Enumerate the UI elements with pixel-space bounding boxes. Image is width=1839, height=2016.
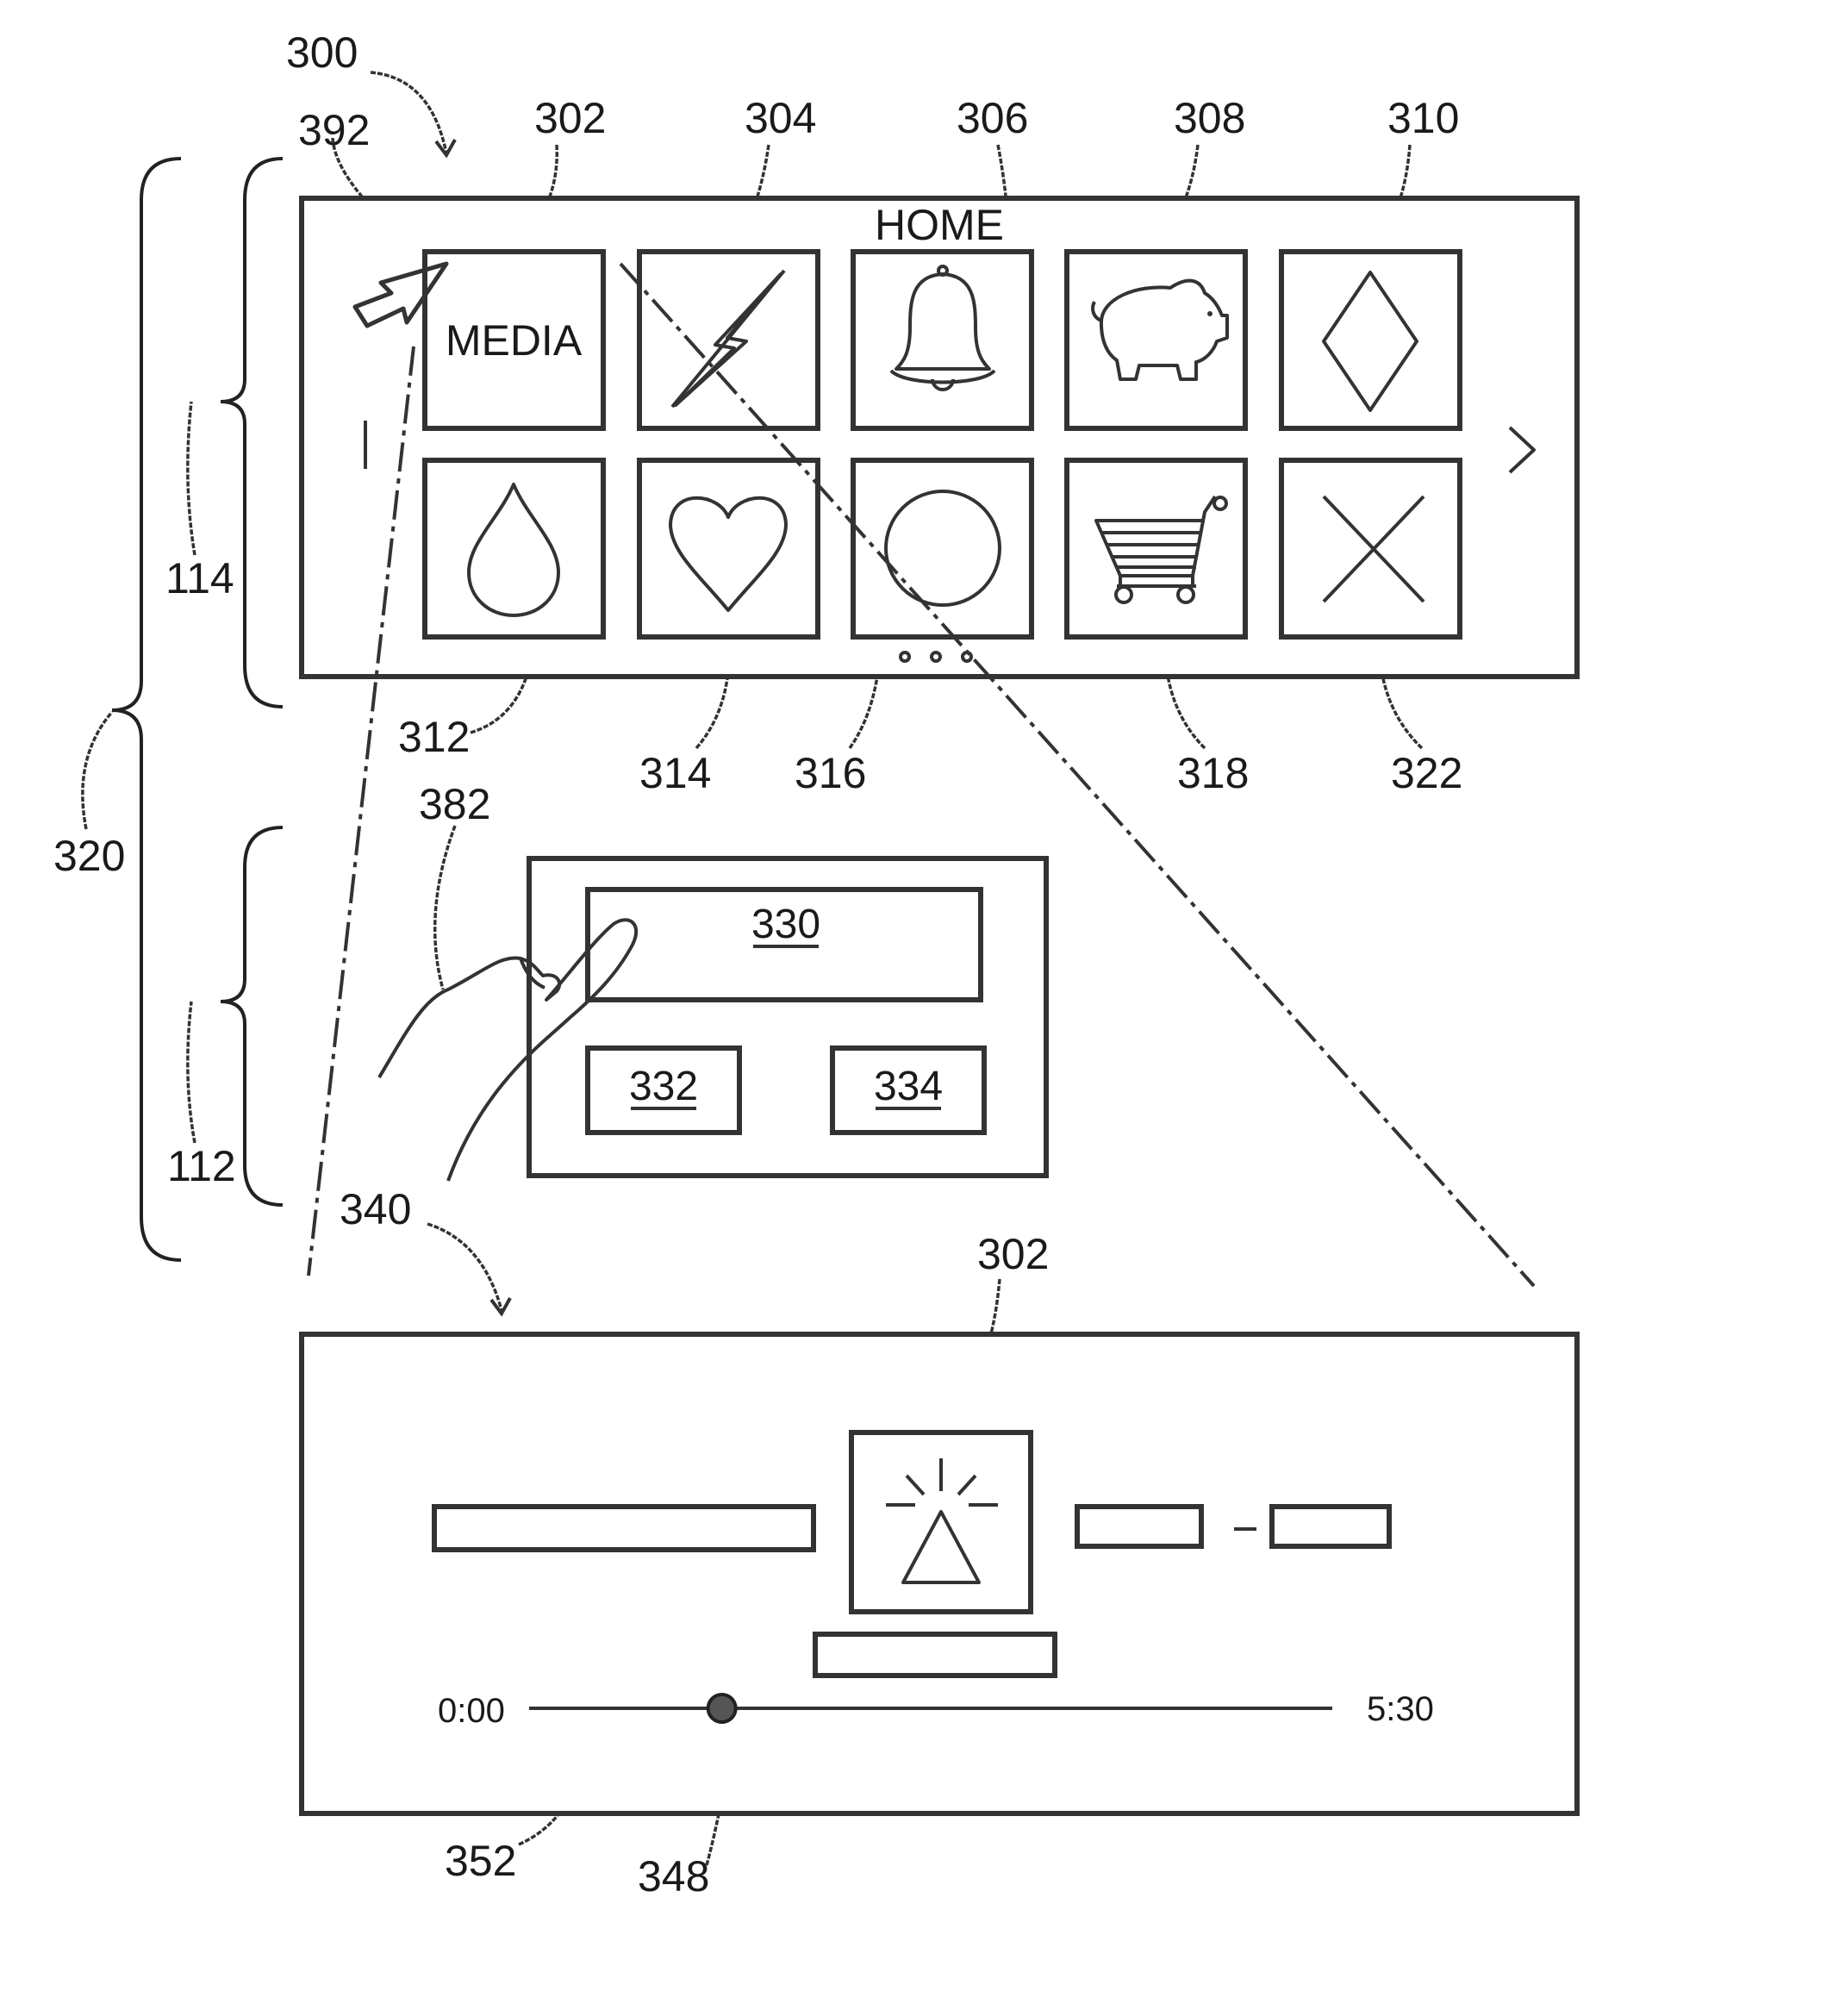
tile-lightning[interactable] — [639, 252, 818, 428]
ref-label-312: 312 — [398, 713, 470, 761]
tile-drop[interactable] — [425, 460, 603, 637]
leader-114 — [188, 402, 195, 555]
ref-label-310: 310 — [1387, 94, 1459, 142]
button-332-label: 332 — [629, 1064, 698, 1109]
leader-382 — [435, 826, 455, 989]
tile-media[interactable]: MEDIA — [425, 252, 603, 428]
leader-320 — [83, 712, 112, 829]
ref-label-308: 308 — [1174, 94, 1245, 142]
leader-112 — [188, 1002, 195, 1143]
ref-label-340: 340 — [340, 1185, 411, 1233]
ref-label-302-top: 302 — [534, 94, 606, 142]
ref-label-382: 382 — [419, 780, 490, 828]
media-label: MEDIA — [446, 316, 583, 365]
button-334-label: 334 — [874, 1064, 943, 1109]
leader-340 — [427, 1224, 502, 1310]
brace-320 — [112, 159, 181, 1260]
ref-label-300: 300 — [286, 28, 358, 77]
home-title: HOME — [875, 201, 1004, 249]
ref-label-314: 314 — [639, 749, 711, 797]
tile-shopping-cart[interactable] — [1067, 460, 1245, 637]
ref-label-304: 304 — [745, 94, 816, 142]
ref-label-302-art: 302 — [977, 1230, 1049, 1278]
tile-diamond[interactable] — [1281, 252, 1460, 428]
brace-114 — [221, 159, 283, 707]
tile-circle[interactable] — [853, 460, 1032, 637]
ref-label-322: 322 — [1391, 749, 1462, 797]
ref-label-320: 320 — [53, 832, 125, 880]
ref-label-348: 348 — [638, 1852, 709, 1901]
ref-label-112: 112 — [167, 1142, 236, 1190]
ref-label-316: 316 — [795, 749, 866, 797]
title-bar-342 — [434, 1507, 814, 1550]
bar-354 — [815, 1634, 1055, 1676]
ref-label-352: 352 — [445, 1837, 516, 1885]
ref-label-318: 318 — [1177, 749, 1249, 797]
tile-x[interactable] — [1281, 460, 1460, 637]
ref-label-306: 306 — [957, 94, 1028, 142]
tile-bell[interactable] — [853, 252, 1032, 428]
tile-heart[interactable] — [639, 460, 818, 637]
bar-344 — [1077, 1507, 1201, 1546]
time-end: 5:30 — [1367, 1690, 1434, 1728]
scrubber-348[interactable] — [708, 1695, 736, 1722]
bar-346 — [1272, 1507, 1389, 1546]
field-330-label: 330 — [751, 902, 820, 947]
ref-label-114: 114 — [165, 554, 234, 602]
tile-piggy-bank[interactable] — [1067, 252, 1245, 428]
album-art-302 — [851, 1432, 1031, 1612]
leader-300 — [371, 72, 446, 153]
time-start: 0:00 — [438, 1692, 505, 1730]
